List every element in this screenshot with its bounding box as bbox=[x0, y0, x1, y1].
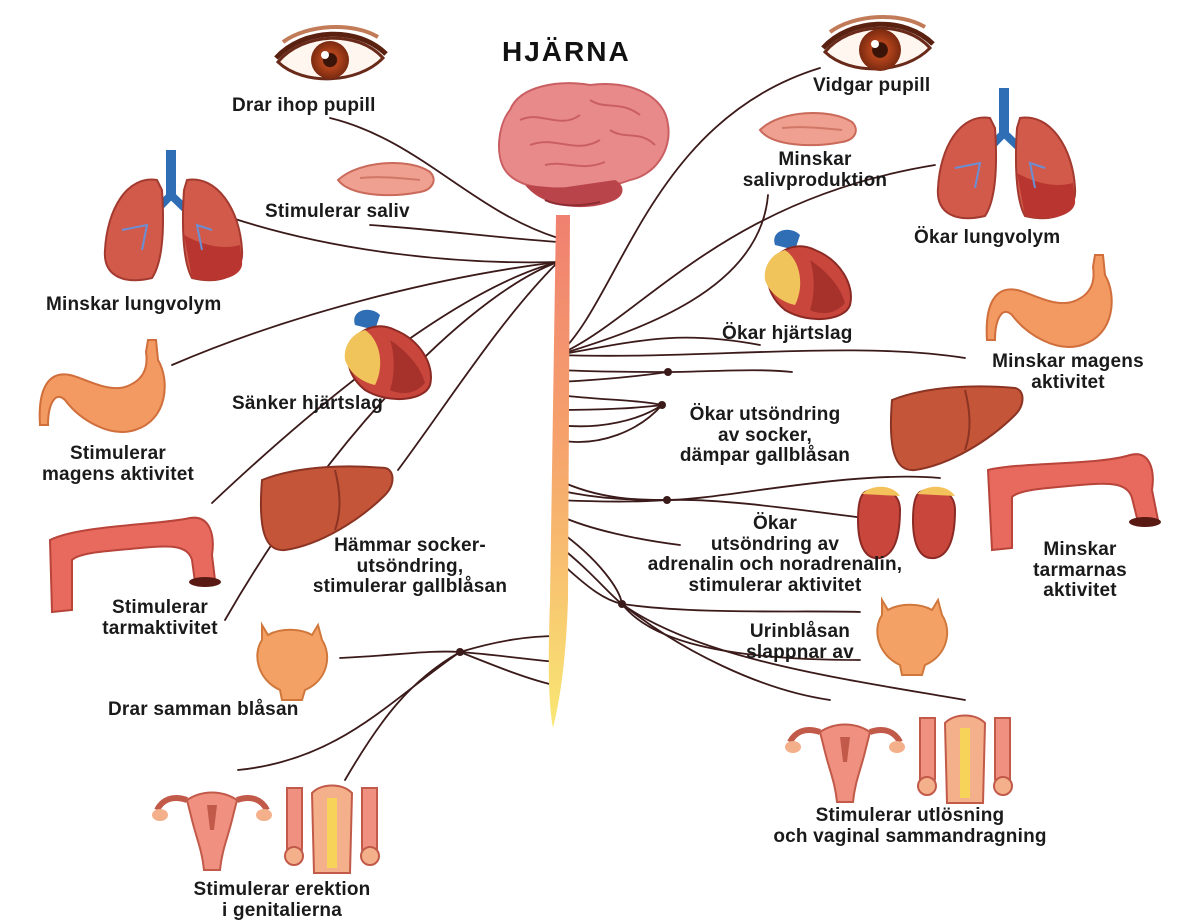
label-line: utsöndring, bbox=[290, 557, 530, 578]
label-line: dämpar gallblåsan bbox=[660, 446, 870, 467]
label-line: slappnar av bbox=[730, 643, 870, 664]
label-minskar-tarmarnas-aktivitet: Minskar tarmarnas aktivitet bbox=[1000, 540, 1160, 602]
female-reproductive-icon bbox=[785, 725, 905, 803]
label-line: och vaginal sammandragning bbox=[740, 827, 1080, 848]
label-line: Ökar bbox=[605, 514, 945, 535]
label-line: salivproduktion bbox=[715, 171, 915, 192]
label-line: aktivitet bbox=[968, 373, 1168, 394]
label-line: tarmaktivitet bbox=[80, 619, 240, 640]
label-urinblasan-slappnar-av: Urinblåsan slappnar av bbox=[730, 622, 870, 663]
eye-icon bbox=[823, 17, 933, 71]
label-okar-adrenalin: Ökar utsöndring av adrenalin och noradre… bbox=[605, 514, 945, 596]
liver-icon bbox=[891, 386, 1023, 470]
label-line: utsöndring av bbox=[605, 535, 945, 556]
label-hammar-sockerutsondring: Hämmar socker- utsöndring, stimulerar ga… bbox=[290, 536, 530, 598]
label-drar-samman-blasan: Drar samman blåsan bbox=[108, 700, 299, 721]
heart-icon bbox=[345, 310, 431, 399]
label-line: Minskar magens bbox=[968, 352, 1168, 373]
spinal-cord-icon bbox=[549, 215, 570, 728]
label-line: aktivitet bbox=[1000, 581, 1160, 602]
lungs-icon bbox=[938, 88, 1075, 218]
label-line: Minskar bbox=[715, 150, 915, 171]
label-line: Stimulerar erektion bbox=[162, 880, 402, 901]
label-line: Stimulerar bbox=[80, 598, 240, 619]
brain-icon bbox=[499, 83, 669, 207]
label-drar-ihop-pupill: Drar ihop pupill bbox=[232, 96, 376, 117]
label-line: Ökar utsöndring bbox=[660, 405, 870, 426]
label-line: Stimulerar utlösning bbox=[740, 806, 1080, 827]
label-line: Urinblåsan bbox=[730, 622, 870, 643]
label-line: Hämmar socker- bbox=[290, 536, 530, 557]
label-stimulerar-magens-aktivitet: Stimulerar magens aktivitet bbox=[18, 444, 218, 485]
lungs-icon bbox=[105, 150, 242, 280]
label-line: av socker, bbox=[660, 426, 870, 447]
bladder-icon bbox=[257, 625, 327, 700]
intestine-icon bbox=[988, 454, 1161, 550]
label-line: adrenalin och noradrenalin, bbox=[605, 555, 945, 576]
label-minskar-magens-aktivitet: Minskar magens aktivitet bbox=[968, 352, 1168, 393]
label-line: Minskar bbox=[1000, 540, 1160, 561]
label-line: magens aktivitet bbox=[18, 465, 218, 486]
label-line: stimulerar gallblåsan bbox=[290, 577, 530, 598]
female-reproductive-icon bbox=[152, 793, 272, 871]
label-minskar-lungvolym: Minskar lungvolym bbox=[46, 295, 222, 316]
label-okar-utsondring-socker: Ökar utsöndring av socker, dämpar gallbl… bbox=[660, 405, 870, 467]
label-stimulerar-erektion: Stimulerar erektion i genitalierna bbox=[162, 880, 402, 921]
label-line: Stimulerar bbox=[18, 444, 218, 465]
label-line: tarmarnas bbox=[1000, 561, 1160, 582]
tongue-icon bbox=[760, 113, 856, 145]
eye-icon bbox=[276, 27, 386, 79]
label-okar-lungvolym: Ökar lungvolym bbox=[914, 228, 1060, 249]
label-minskar-salivproduktion: Minskar salivproduktion bbox=[715, 150, 915, 191]
male-reproductive-icon bbox=[285, 786, 379, 874]
diagram-title: HJÄRNA bbox=[502, 36, 631, 68]
label-sanker-hjartslag: Sänker hjärtslag bbox=[232, 394, 383, 415]
tongue-icon bbox=[338, 163, 434, 195]
label-okar-hjartslag: Ökar hjärtslag bbox=[722, 324, 853, 345]
stomach-icon bbox=[40, 340, 165, 432]
label-stimulerar-utlosning: Stimulerar utlösning och vaginal sammand… bbox=[740, 806, 1080, 847]
label-vidgar-pupill: Vidgar pupill bbox=[813, 76, 930, 97]
label-line: i genitalierna bbox=[162, 901, 402, 922]
heart-icon bbox=[765, 230, 851, 319]
stomach-icon bbox=[987, 255, 1112, 347]
label-stimulerar-tarmaktivitet: Stimulerar tarmaktivitet bbox=[80, 598, 240, 639]
label-line: stimulerar aktivitet bbox=[605, 576, 945, 597]
bladder-icon bbox=[877, 600, 947, 675]
male-reproductive-icon bbox=[918, 716, 1012, 804]
label-stimulerar-saliv: Stimulerar saliv bbox=[265, 202, 410, 223]
